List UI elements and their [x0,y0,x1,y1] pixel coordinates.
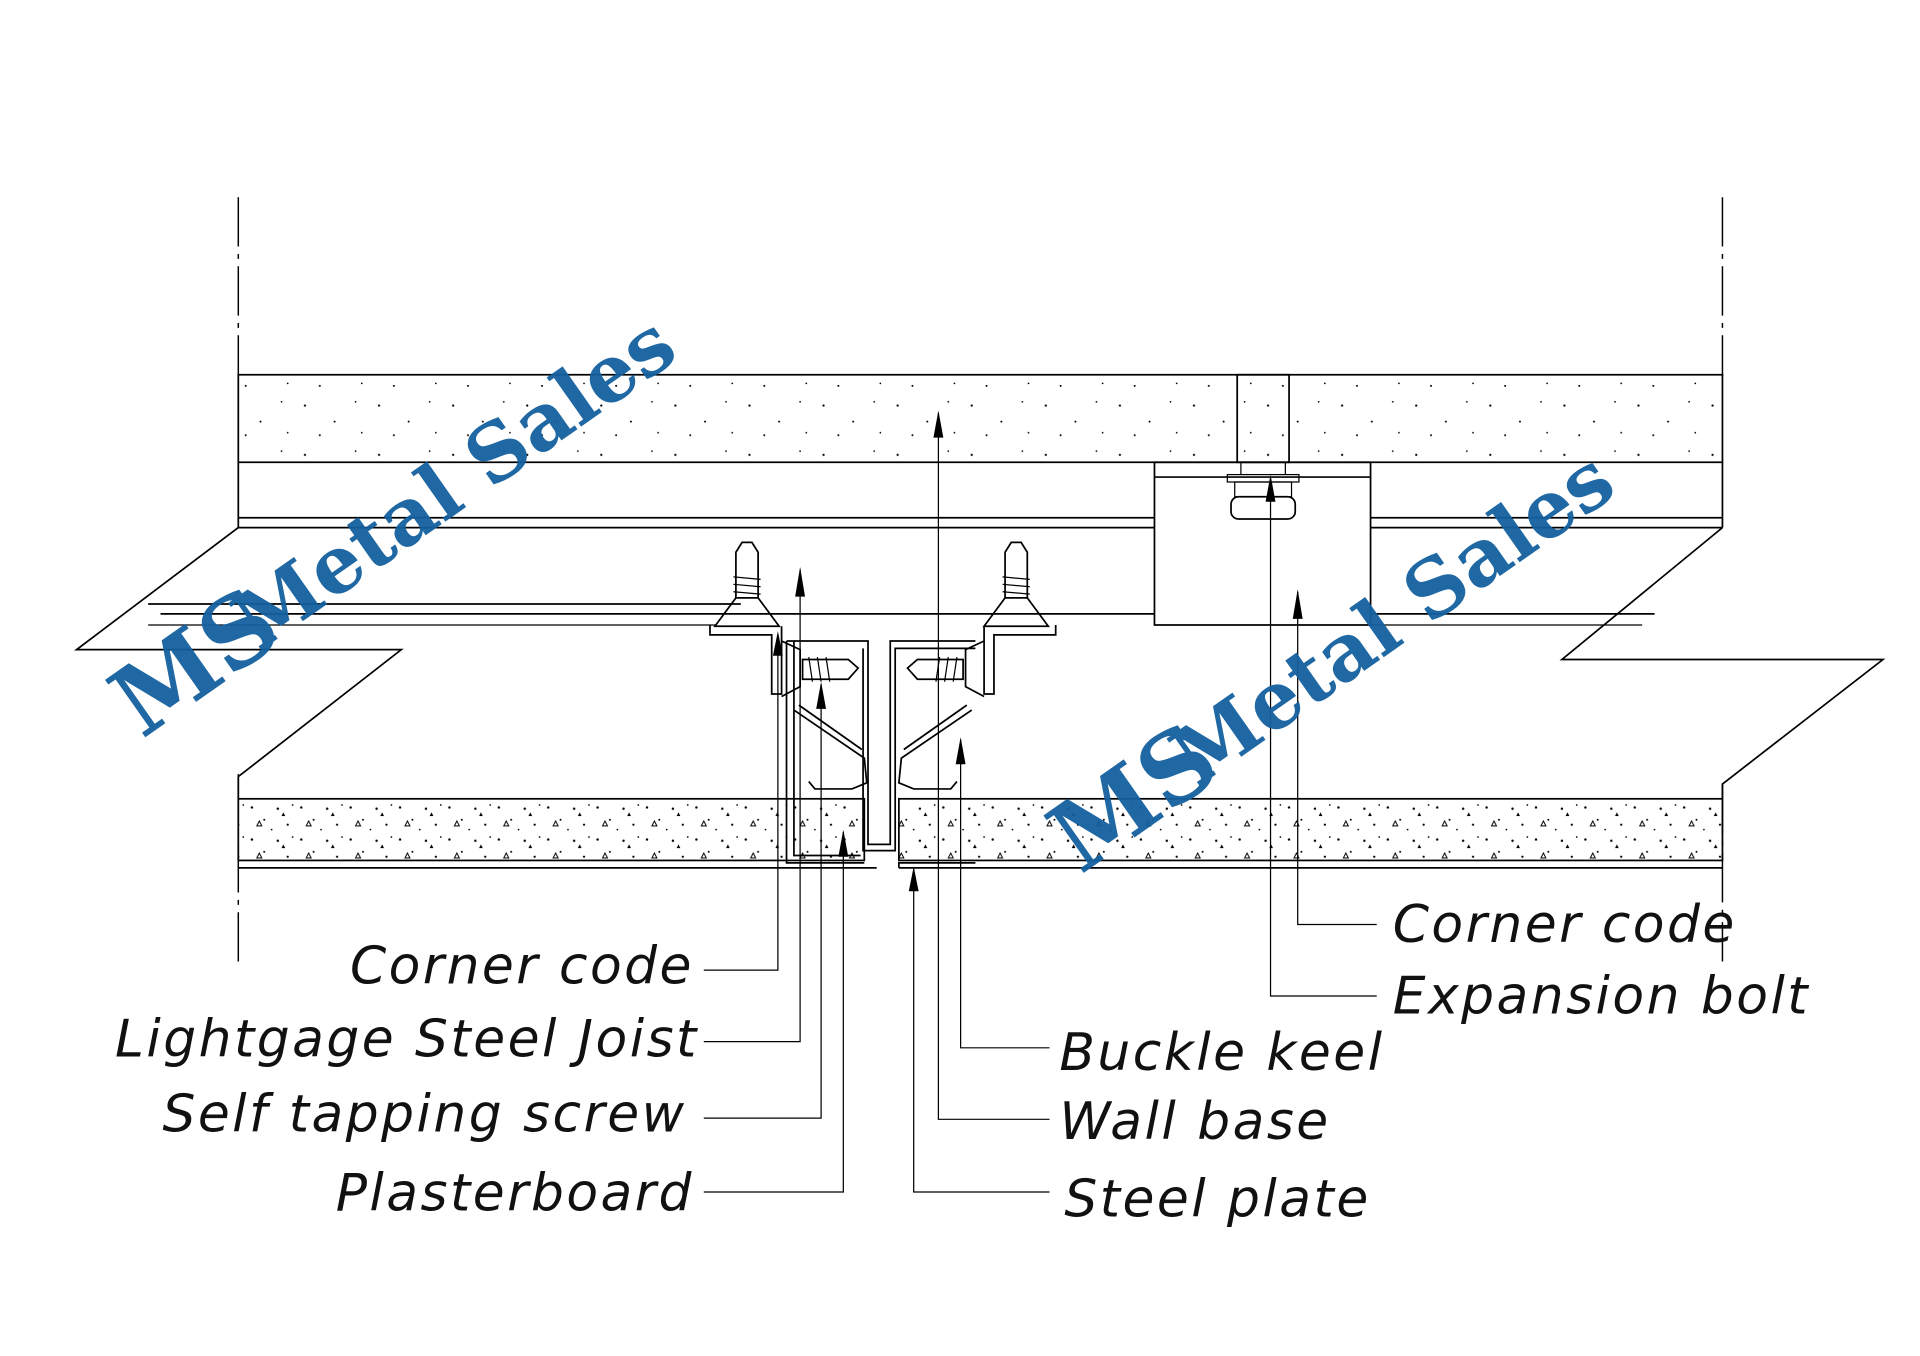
concrete-slab [237,373,1724,529]
label-buckle-keel: Buckle keel [1059,1023,1384,1083]
svg-text:Metal Sales: Metal Sales [216,296,692,668]
screw-left [713,541,781,628]
label-steel-plate: Steel plate [1064,1170,1370,1230]
labels: Corner code Lightgage Steel Joist Self t… [115,895,1810,1230]
leader-lines [703,410,1377,1193]
label-corner-code-left: Corner code [350,937,694,997]
buckle-keel [793,704,973,790]
label-plasterboard: Plasterboard [336,1164,694,1224]
screw-right [982,541,1050,628]
screw-inner-right [906,640,985,698]
svg-text:Metal Sales: Metal Sales [1154,432,1630,804]
label-wall-base: Wall base [1059,1092,1330,1152]
label-self-tapping-screw: Self tapping screw [162,1085,686,1145]
plasterboard [237,797,1724,869]
label-corner-code-right: Corner code [1393,895,1737,955]
self-tapping-screws [713,541,1050,698]
steel-plate [709,624,1057,868]
watermark-left: MS Metal Sales [90,296,692,758]
label-expansion-bolt: Expansion bolt [1393,966,1810,1026]
break-lines [73,526,1886,799]
expansion-bolt-assembly [1153,373,1372,626]
label-lightgage-steel-joist: Lightgage Steel Joist [115,1009,699,1069]
